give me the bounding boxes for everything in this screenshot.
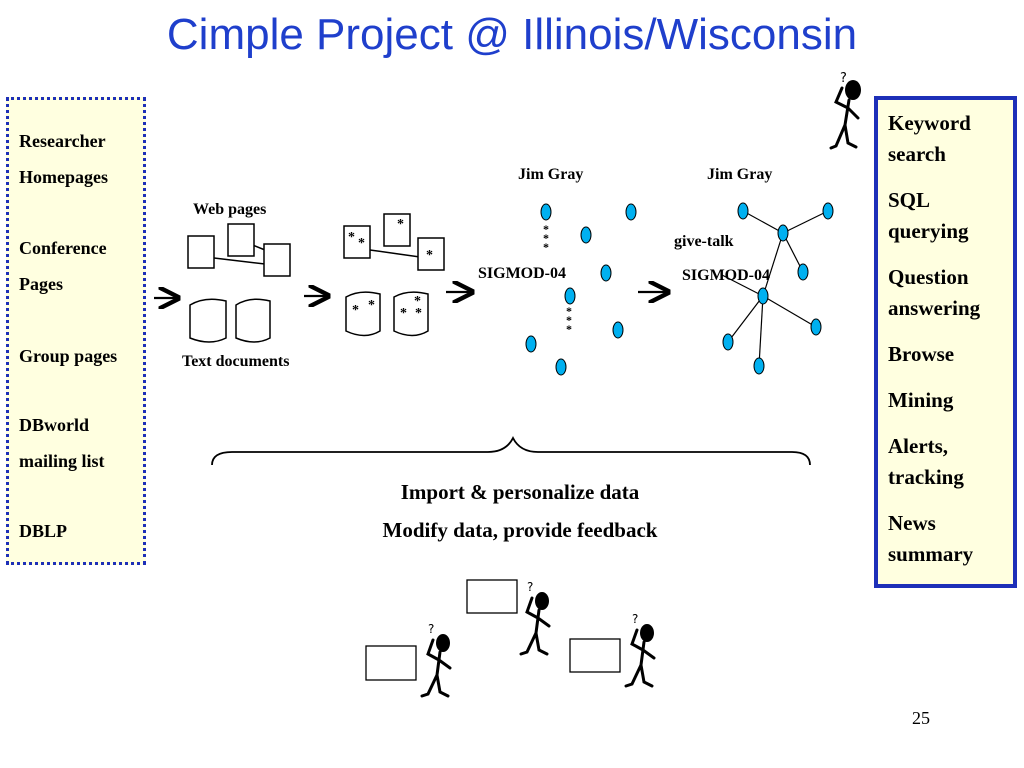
star-mark: * bbox=[415, 306, 422, 321]
star-mark: * bbox=[543, 222, 549, 236]
web-pages-icon bbox=[187, 223, 291, 277]
page-number: 25 bbox=[912, 708, 930, 728]
graph1-mid-label: SIGMOD-04 bbox=[478, 265, 566, 282]
service-item: News summary bbox=[888, 511, 974, 566]
entity-graph-1 bbox=[525, 203, 637, 376]
annotated-pages-icon bbox=[343, 213, 445, 271]
caption-modify: Modify data, provide feedback bbox=[382, 518, 658, 542]
user-figure-middle: ? bbox=[466, 579, 551, 656]
source-item: Homepages bbox=[19, 167, 108, 187]
svg-text:?: ? bbox=[840, 71, 847, 86]
services-box: Keyword search SQL querying Question ans… bbox=[874, 96, 1017, 588]
star-mark: * bbox=[566, 313, 572, 327]
caption-import: Import & personalize data bbox=[400, 480, 640, 504]
service-item: Question answering bbox=[888, 265, 981, 320]
source-item: mailing list bbox=[19, 451, 105, 471]
star-mark: * bbox=[397, 217, 404, 232]
service-item: Keyword search bbox=[888, 111, 971, 166]
thinking-person-icon: ? bbox=[829, 71, 861, 150]
service-item: Mining bbox=[888, 388, 954, 412]
text-documents-icon bbox=[189, 298, 271, 343]
source-item: DBLP bbox=[19, 521, 68, 541]
svg-text:?: ? bbox=[428, 622, 434, 636]
entity-graph-2 bbox=[721, 202, 834, 375]
source-item: Researcher bbox=[19, 131, 106, 151]
svg-text:?: ? bbox=[527, 580, 533, 594]
service-item: Browse bbox=[888, 342, 955, 366]
source-item: Pages bbox=[19, 274, 63, 294]
graph2-top-label: Jim Gray bbox=[707, 166, 773, 183]
star-mark: * bbox=[566, 322, 572, 336]
star-mark: * bbox=[414, 294, 421, 309]
user-figure-right: ? bbox=[569, 612, 656, 688]
star-mark: * bbox=[352, 303, 359, 318]
source-item: Conference bbox=[19, 238, 107, 258]
text-documents-label: Text documents bbox=[182, 353, 290, 370]
service-item: Alerts, tracking bbox=[888, 434, 964, 489]
user-figure-left: ? bbox=[365, 622, 452, 698]
service-item: SQL querying bbox=[888, 188, 969, 243]
star-mark: * bbox=[566, 304, 572, 318]
svg-text:?: ? bbox=[632, 612, 638, 626]
curly-brace bbox=[211, 435, 811, 466]
slide-title: Cimple Project @ Illinois/Wisconsin bbox=[166, 10, 858, 59]
annotated-documents-icon bbox=[345, 291, 429, 337]
star-mark: * bbox=[543, 231, 549, 245]
star-mark: * bbox=[543, 240, 549, 254]
pipeline-arrows bbox=[154, 292, 666, 298]
data-sources-box: Researcher Homepages Conference Pages Gr… bbox=[6, 97, 146, 565]
graph2-mid-label: SIGMOD-04 bbox=[682, 267, 770, 284]
source-item: DBworld bbox=[19, 415, 90, 435]
star-mark: * bbox=[348, 230, 355, 245]
graph2-edge-label: give-talk bbox=[674, 233, 734, 250]
star-mark: * bbox=[358, 236, 365, 251]
graph1-top-label: Jim Gray bbox=[518, 166, 584, 183]
web-pages-label: Web pages bbox=[193, 201, 267, 218]
star-mark: * bbox=[368, 298, 375, 313]
star-mark: * bbox=[426, 248, 433, 263]
source-item: Group pages bbox=[19, 346, 118, 366]
star-mark: * bbox=[400, 306, 407, 321]
